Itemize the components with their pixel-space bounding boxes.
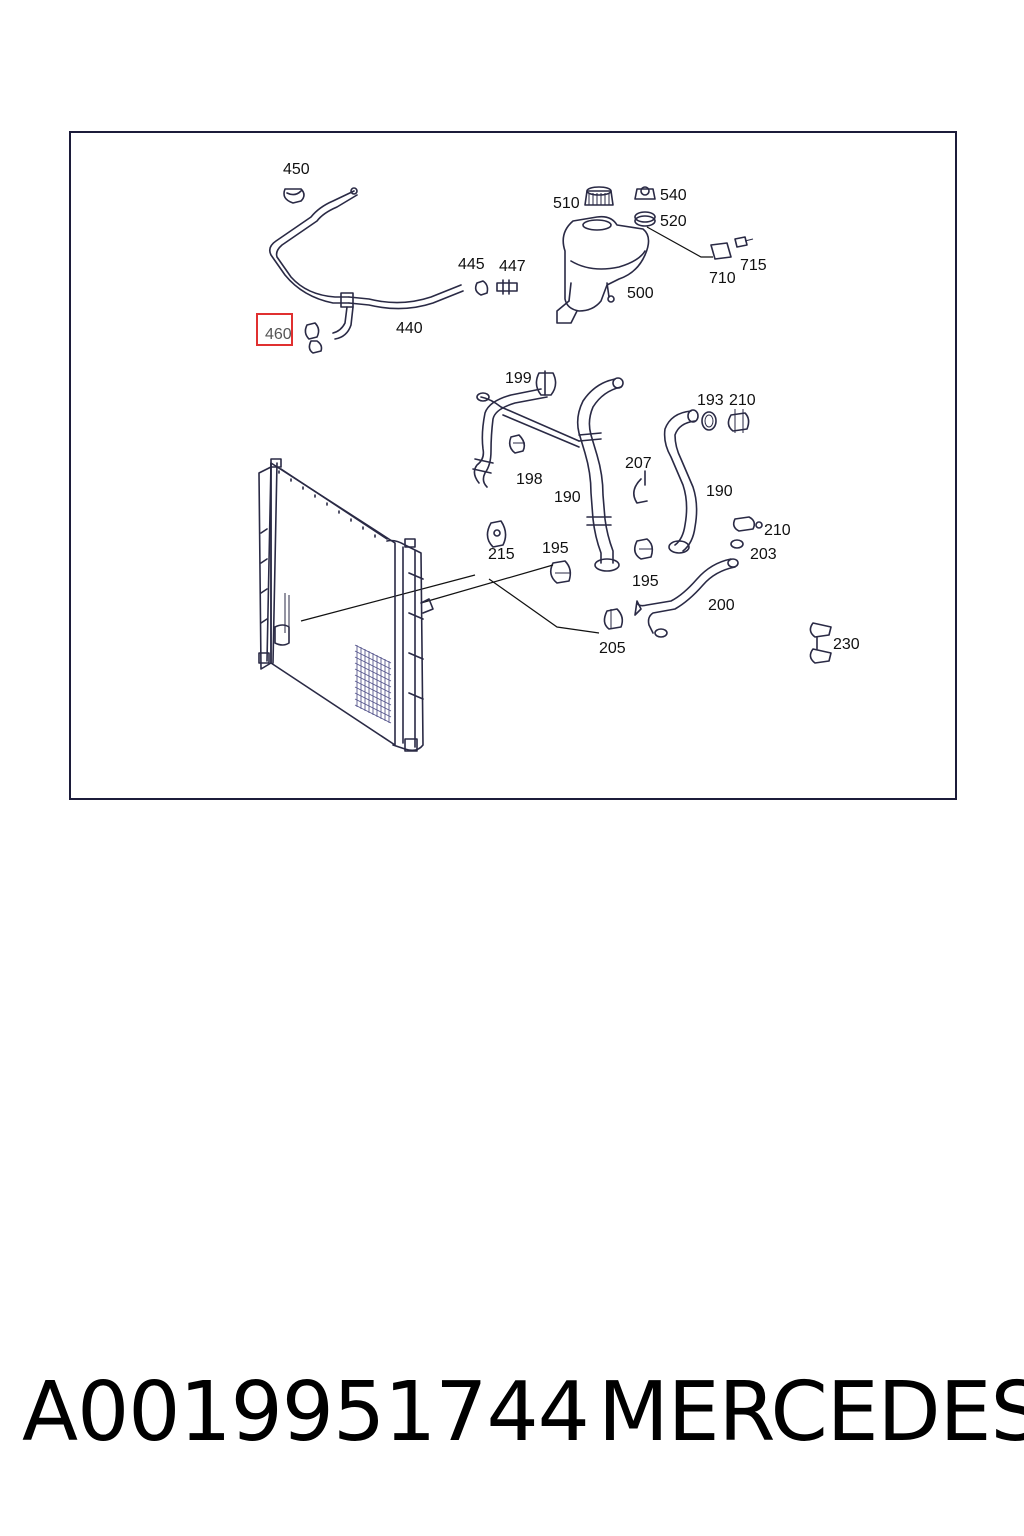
callout-540: 540	[660, 187, 687, 204]
clamp-230	[809, 622, 832, 664]
cap-510	[584, 186, 614, 206]
callout-205: 205	[599, 640, 626, 657]
callout-447: 447	[499, 258, 526, 275]
hose-200	[634, 558, 739, 638]
callout-207: 207	[625, 455, 652, 472]
caption-bar: A0019951744 MERCEDES	[0, 1365, 1024, 1475]
connector-447	[496, 279, 518, 295]
callout-230: 230	[833, 636, 860, 653]
coolant-hose-440	[269, 187, 464, 340]
callout-445: 445	[458, 256, 485, 273]
clamp-210-lower	[732, 516, 763, 532]
callout-450: 450	[283, 161, 310, 178]
callout-500: 500	[627, 285, 654, 302]
ring-203	[730, 539, 744, 549]
clamp-195-right	[633, 538, 654, 560]
leader-lines	[300, 564, 600, 634]
callout-510: 510	[553, 195, 580, 212]
sensor-710-715	[646, 226, 754, 260]
seal-520	[634, 211, 656, 227]
callout-193: 193	[697, 392, 724, 409]
hose-198-199	[472, 388, 580, 488]
radiator-core-grid	[354, 644, 392, 724]
callout-203: 203	[750, 546, 777, 563]
callout-198: 198	[516, 471, 543, 488]
callout-460-highlighted[interactable]: 460	[265, 326, 292, 343]
clip-450	[283, 188, 305, 204]
ring-193	[701, 411, 717, 431]
callout-190-left: 190	[554, 489, 581, 506]
callout-215: 215	[488, 546, 515, 563]
callout-195-left: 195	[542, 540, 569, 557]
callout-440: 440	[396, 320, 423, 337]
cap-540	[634, 186, 656, 200]
radiator	[258, 458, 434, 752]
hose-190-left	[576, 377, 624, 572]
callout-210-upper: 210	[729, 392, 756, 409]
callout-200: 200	[708, 597, 735, 614]
callout-710: 710	[709, 270, 736, 287]
cooling-system-diagram: 450 510 540 520 445 447 715 710 500 440 …	[256, 161, 860, 752]
clamp-205	[603, 608, 624, 630]
clamp-215	[486, 520, 507, 548]
part-number-text: A0019951744	[22, 1365, 590, 1460]
brand-text: MERCEDES	[598, 1365, 1024, 1460]
clamp-199	[535, 370, 557, 396]
clamp-445	[474, 280, 489, 296]
highlight-box-460	[256, 313, 293, 346]
clamp-460	[304, 322, 323, 354]
clamp-210-upper	[727, 409, 750, 433]
clamp-195-left	[549, 560, 572, 584]
callout-520: 520	[660, 213, 687, 230]
callout-199: 199	[505, 370, 532, 387]
clamp-198	[508, 434, 526, 454]
clamp-207	[633, 470, 648, 504]
callout-190-right: 190	[706, 483, 733, 500]
callout-210-lower: 210	[764, 522, 791, 539]
callout-715: 715	[740, 257, 767, 274]
callout-195-right: 195	[632, 573, 659, 590]
callout-labels: 450 510 540 520 445 447 715 710 500 440 …	[265, 161, 860, 657]
hose-190-right	[663, 409, 699, 554]
expansion-tank-500	[556, 215, 650, 324]
parts-diagram-frame: 450 510 540 520 445 447 715 710 500 440 …	[69, 131, 957, 800]
